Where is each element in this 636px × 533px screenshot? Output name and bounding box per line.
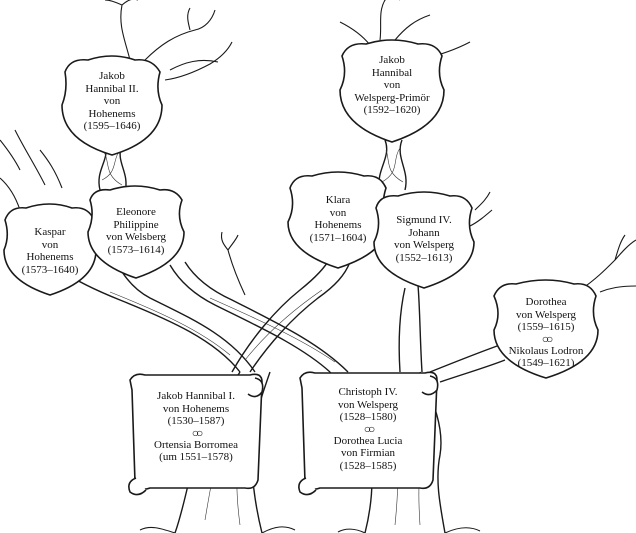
life-dates: (1573–1640): [21, 263, 79, 276]
name-line: von: [329, 206, 347, 219]
name-line: Eleonore: [116, 206, 156, 218]
couple-dorothea-lodron: Dorothea von Welsperg (1559–1615) ○○ Nik…: [494, 296, 598, 370]
couple-jakob-hannibal-i: Jakob Hannibal I. von Hohenems (1530–158…: [132, 390, 260, 464]
name-line: von Hohenems: [162, 402, 230, 415]
person-klara: Klara von Hohenems (1571–1604): [288, 194, 388, 244]
name-line: Klara: [325, 194, 351, 206]
life-dates: (1559–1615): [517, 321, 575, 334]
name-line: Hannibal II.: [85, 82, 139, 95]
life-dates: (1595–1646): [83, 120, 141, 133]
life-dates: (1571–1604): [309, 231, 367, 244]
name-line: Hohenems: [88, 107, 136, 120]
life-dates: (1552–1613): [395, 251, 453, 264]
spouse-line: Nikolaus Lodron: [508, 344, 584, 357]
name-line: von Welsberg: [105, 231, 167, 244]
marriage-rings-icon: ○○: [363, 421, 376, 436]
spouse-line: Dorothea Lucia: [333, 434, 403, 447]
couple-christoph: Christoph IV. von Welsperg (1528–1580) ○…: [302, 386, 434, 473]
name-line: Welsperg-Primör: [354, 91, 430, 104]
name-line: von Welsperg: [393, 239, 455, 252]
spouse-line: Ortensia Borromea: [154, 438, 238, 451]
person-sigmund: Sigmund IV. Johann von Welsperg (1552–16…: [374, 214, 474, 264]
life-dates: (1592–1620): [363, 104, 421, 117]
scroll-shapes: [128, 371, 439, 496]
life-dates: (1528–1580): [339, 411, 397, 424]
name-line: Jakob Hannibal I.: [157, 390, 235, 402]
name-line: Christoph IV.: [338, 386, 398, 398]
name-line: Hohenems: [26, 251, 74, 264]
name-line: Philippine: [113, 218, 159, 231]
life-dates: (1573–1614): [107, 243, 165, 256]
spouse-dates: (um 1551–1578): [159, 451, 233, 464]
name-line: von: [103, 95, 121, 108]
name-line: Sigmund IV.: [396, 214, 452, 226]
spouse-dates: (1528–1585): [339, 459, 397, 472]
life-dates: (1530–1587): [167, 415, 225, 428]
shield-shapes: [3, 39, 599, 379]
person-eleonore: Eleonore Philippine von Welsberg (1573–1…: [88, 206, 184, 256]
name-line: von Welsperg: [515, 308, 577, 321]
person-jakob-hannibal-ii: Jakob Hannibal II. von Hohenems (1595–16…: [62, 70, 162, 133]
name-line: Hannibal: [371, 66, 413, 79]
name-line: Dorothea: [525, 296, 567, 308]
name-line: Johann: [408, 226, 440, 239]
person-kaspar: Kaspar von Hohenems (1573–1640): [4, 226, 96, 276]
name-line: Jakob: [379, 54, 405, 66]
name-line: Hohenems: [314, 219, 362, 232]
name-line: von: [41, 238, 59, 251]
name-line: von: [383, 79, 401, 92]
spouse-dates: (1549–1621): [517, 357, 575, 370]
name-line: Kaspar: [34, 226, 66, 238]
name-line: von Welsperg: [337, 398, 399, 411]
marriage-rings-icon: ○○: [541, 331, 554, 346]
name-line: Jakob: [99, 70, 125, 82]
marriage-rings-icon: ○○: [191, 425, 204, 440]
tree-twigs: [0, 0, 636, 296]
spouse-line: von Firmian: [340, 447, 396, 460]
person-jakob-hannibal-welsperg: Jakob Hannibal von Welsperg-Primör (1592…: [340, 54, 444, 117]
